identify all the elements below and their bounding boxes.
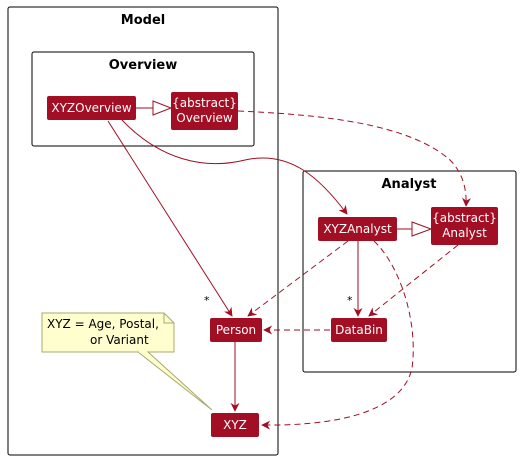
edge-xyzanalyst-depends-xyz	[261, 240, 414, 430]
multiplicity-overview-person: *	[204, 294, 210, 307]
class-abstract-overview-label: Overview	[176, 111, 233, 125]
class-xyzoverview[interactable]: XYZOverview	[47, 96, 136, 120]
class-abstract-analyst-stereotype: {abstract}	[432, 211, 497, 225]
class-databin[interactable]: DataBin	[331, 318, 387, 342]
note-xyz: XYZ = Age, Postal, or Variant	[41, 312, 213, 411]
edge-xyzanalyst-depends-person	[247, 240, 349, 317]
package-model: Model	[7, 6, 279, 456]
class-person[interactable]: Person	[210, 318, 262, 342]
generalization-arrowhead	[411, 221, 433, 237]
class-abstract-analyst-label: Analyst	[442, 226, 487, 240]
class-databin-label: DataBin	[335, 323, 383, 337]
class-xyzanalyst[interactable]: XYZAnalyst	[318, 217, 397, 241]
class-abstract-analyst[interactable]: {abstract} Analyst	[431, 207, 498, 245]
edge-xyzoverview-to-person	[107, 120, 233, 317]
edge-xyzoverview-to-xyzanalyst	[121, 119, 348, 215]
class-xyz-label: XYZ	[223, 418, 247, 432]
package-analyst: Analyst	[302, 170, 517, 373]
class-xyzoverview-label: XYZOverview	[51, 101, 131, 115]
edge-analyst-depends-databin	[368, 244, 459, 317]
note-line-1: XYZ = Age, Postal,	[47, 317, 159, 331]
class-abstract-overview-stereotype: {abstract}	[172, 96, 237, 110]
class-abstract-overview[interactable]: {abstract} Overview	[171, 92, 238, 130]
package-model-title: Model	[121, 13, 165, 28]
note-line-2: or Variant	[90, 333, 149, 347]
package-overview-title: Overview	[109, 58, 178, 73]
package-overview: Overview	[31, 51, 255, 147]
package-analyst-title: Analyst	[382, 177, 437, 192]
generalization-arrowhead	[152, 100, 173, 116]
class-xyz[interactable]: XYZ	[211, 413, 259, 437]
class-person-label: Person	[216, 323, 256, 337]
class-xyzanalyst-label: XYZAnalyst	[323, 222, 392, 236]
multiplicity-analyst-databin: *	[347, 294, 353, 307]
edge-overview-depends-analyst	[237, 110, 471, 207]
